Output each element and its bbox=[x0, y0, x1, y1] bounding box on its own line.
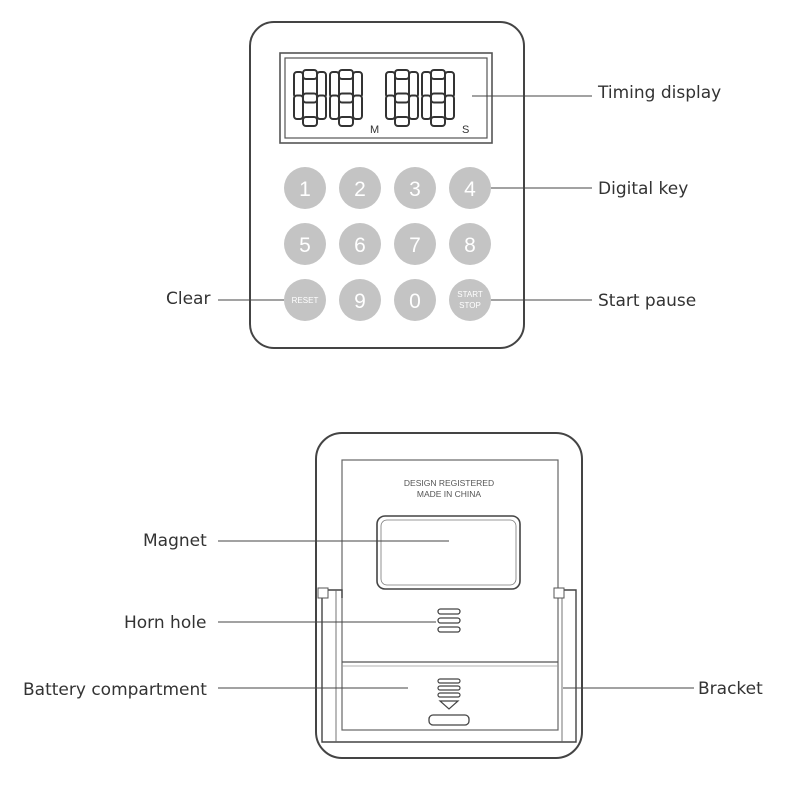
segment-lower-left bbox=[421, 94, 432, 120]
segment-upper-left bbox=[293, 71, 304, 99]
segment-upper-right bbox=[316, 71, 327, 99]
display-digit-2 bbox=[329, 69, 363, 127]
segment-middle bbox=[394, 92, 410, 104]
digital-key-label: Digital key bbox=[598, 179, 688, 199]
key-3-label: 3 bbox=[409, 178, 421, 201]
segment-upper-right bbox=[408, 71, 419, 99]
key-1-label: 1 bbox=[299, 178, 311, 201]
display-digit-4 bbox=[421, 69, 455, 127]
key-0[interactable]: 0 bbox=[394, 279, 436, 321]
reset-key-label: RESET bbox=[292, 296, 319, 305]
segment-bottom bbox=[338, 116, 354, 127]
segment-top bbox=[302, 69, 318, 80]
stop-label: STOP bbox=[459, 301, 481, 310]
seven-segment-digits bbox=[293, 69, 455, 127]
key-1[interactable]: 1 bbox=[284, 167, 326, 209]
start-pause-label: Start pause bbox=[598, 291, 696, 311]
key-6-label: 6 bbox=[354, 234, 366, 257]
key-7-label: 7 bbox=[409, 234, 421, 257]
start-stop-key[interactable]: START STOP bbox=[449, 279, 491, 321]
magnet-inner bbox=[380, 519, 517, 586]
segment-middle bbox=[338, 92, 354, 104]
horn-hole-label: Horn hole bbox=[124, 613, 206, 633]
battery-compartment bbox=[342, 661, 558, 726]
segment-bottom bbox=[302, 116, 318, 127]
reset-key[interactable]: RESET bbox=[284, 279, 326, 321]
key-5-label: 5 bbox=[299, 234, 311, 257]
timing-display-label: Timing display bbox=[597, 83, 721, 103]
key-6[interactable]: 6 bbox=[339, 223, 381, 265]
segment-lower-right bbox=[408, 94, 419, 120]
key-8-label: 8 bbox=[464, 234, 476, 257]
segment-lower-right bbox=[444, 94, 455, 120]
bracket bbox=[317, 587, 577, 743]
design-registered-text: DESIGN REGISTERED bbox=[404, 478, 494, 488]
back-panel bbox=[341, 459, 559, 731]
keypad: 1 2 3 4 5 6 7 8 RESET 9 0 START STOP bbox=[284, 167, 491, 321]
magnet-label: Magnet bbox=[143, 531, 207, 551]
clear-label: Clear bbox=[166, 289, 210, 309]
segment-top bbox=[338, 69, 354, 80]
made-in-china-text: MADE IN CHINA bbox=[417, 489, 482, 499]
start-label: START bbox=[457, 290, 483, 299]
segment-upper-right bbox=[444, 71, 455, 99]
horn-hole bbox=[437, 608, 461, 633]
segment-middle bbox=[302, 92, 318, 104]
key-4[interactable]: 4 bbox=[449, 167, 491, 209]
second-unit: S bbox=[462, 124, 469, 136]
segment-lower-left bbox=[293, 94, 304, 120]
segment-upper-left bbox=[421, 71, 432, 99]
segment-lower-left bbox=[385, 94, 396, 120]
bracket-label: Bracket bbox=[698, 679, 763, 699]
key-2[interactable]: 2 bbox=[339, 167, 381, 209]
segment-upper-left bbox=[329, 71, 340, 99]
segment-top bbox=[394, 69, 410, 80]
segment-lower-left bbox=[329, 94, 340, 120]
segment-bottom bbox=[430, 116, 446, 127]
key-9[interactable]: 9 bbox=[339, 279, 381, 321]
segment-upper-left bbox=[385, 71, 396, 99]
segment-upper-right bbox=[352, 71, 363, 99]
display-digit-3 bbox=[385, 69, 419, 127]
segment-top bbox=[430, 69, 446, 80]
timer-back: DESIGN REGISTERED MADE IN CHINA bbox=[23, 432, 763, 759]
segment-middle bbox=[430, 92, 446, 104]
key-8[interactable]: 8 bbox=[449, 223, 491, 265]
key-4-label: 4 bbox=[464, 178, 476, 201]
segment-lower-right bbox=[352, 94, 363, 120]
key-7[interactable]: 7 bbox=[394, 223, 436, 265]
key-2-label: 2 bbox=[354, 178, 366, 201]
segment-lower-right bbox=[316, 94, 327, 120]
magnet bbox=[376, 515, 521, 590]
key-9-label: 9 bbox=[354, 290, 366, 313]
key-3[interactable]: 3 bbox=[394, 167, 436, 209]
timer-front: M S 1 2 3 4 5 6 7 8 RESET 9 0 START STOP… bbox=[166, 21, 721, 349]
minute-unit: M bbox=[370, 124, 379, 136]
key-0-label: 0 bbox=[409, 290, 421, 313]
segment-bottom bbox=[394, 116, 410, 127]
key-5[interactable]: 5 bbox=[284, 223, 326, 265]
timing-display: M S bbox=[279, 52, 493, 144]
battery-compartment-label: Battery compartment bbox=[23, 680, 207, 700]
display-digit-1 bbox=[293, 69, 327, 127]
